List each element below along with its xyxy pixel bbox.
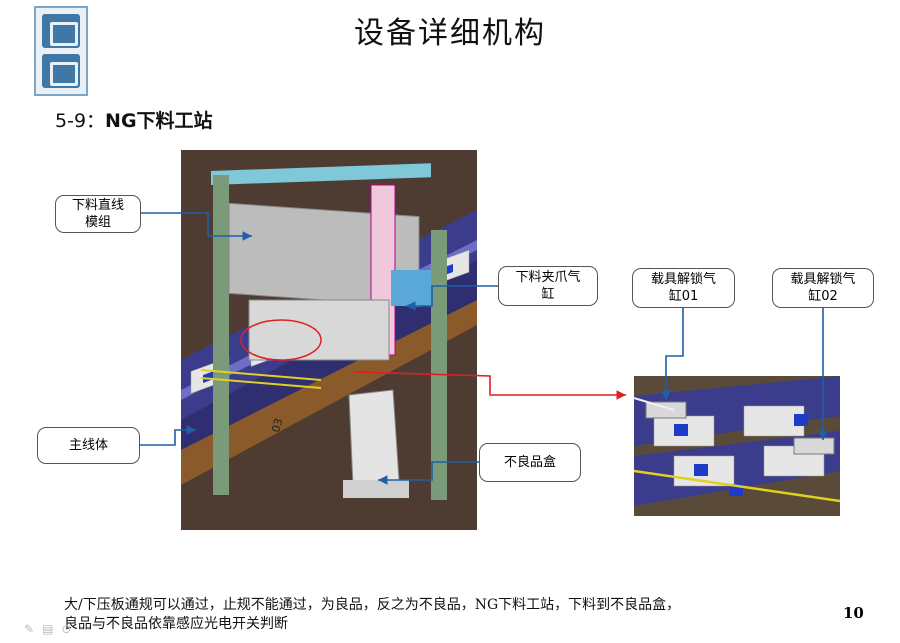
footer-line-2: 良品与不良品依靠感应光电开关判断 [64,616,288,632]
section-number: 5-9： [55,110,106,132]
footer-description: 大/下压板通规可以通过，止规不能通过，为良品，反之为不良品，NG下料工站，下料到… [64,596,824,634]
svg-text:03: 03 [269,417,285,434]
callout-main-line: 主线体 [37,427,140,464]
slide-toolbar: ✎ ▤ ⊙ ⋯ [24,622,91,636]
logo-glyph-bottom [42,54,80,88]
page-number: 10 [843,604,864,622]
callout-gripper-cylinder: 下料夹爪气 缸 [498,266,598,306]
callout-unlock-cylinder-01: 载具解锁气 缸01 [632,268,735,308]
pen-icon[interactable]: ✎ [24,622,35,636]
callout-ng-box: 不良品盒 [479,443,581,482]
section-heading: 5-9：NG下料工站 [55,106,213,133]
section-bold: NG [105,110,137,132]
callout-main-line-text: 主线体 [68,438,108,453]
callout-unlock-cylinder-01-text: 载具解锁气 缸01 [650,272,716,304]
callout-linear-module: 下料直线 模组 [55,195,141,233]
callout-linear-module-text: 下料直线 模组 [71,198,124,230]
logo-glyph-top [42,14,80,48]
slides-icon[interactable]: ▤ [42,622,54,636]
callout-gripper-cylinder-text: 下料夹爪气 缸 [515,270,581,302]
callout-unlock-cylinder-02-text: 载具解锁气 缸02 [790,272,856,304]
footer-line-1: 大/下压板通规可以通过，止规不能通过，为良品，反之为不良品，NG下料工站，下料到… [64,597,681,613]
page-title: 设备详细机构 [354,16,546,51]
callout-unlock-cylinder-02: 载具解锁气 缸02 [772,268,874,308]
more-icon[interactable]: ⋯ [79,622,92,636]
section-name: 下料工站 [136,110,213,132]
detail-illustration [634,376,840,516]
machine-illustration: 03 [181,150,477,530]
company-logo [34,6,88,96]
callout-ng-box-text: 不良品盒 [503,455,556,470]
zoom-icon[interactable]: ⊙ [61,622,72,636]
